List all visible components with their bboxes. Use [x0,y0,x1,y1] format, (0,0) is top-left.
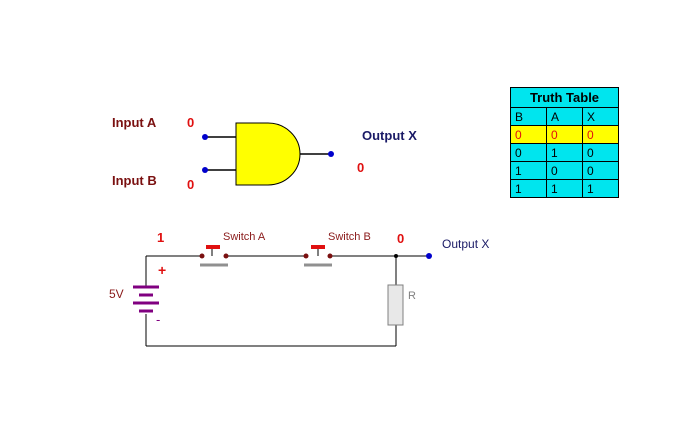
truth-table-title: Truth Table [510,87,619,108]
truth-table-row: 0 0 0 [510,125,619,144]
truth-table-row: 1 0 0 [510,161,619,180]
gate-input-a-terminal[interactable] [202,134,208,140]
input-a-value[interactable]: 0 [187,115,195,130]
gate-input-b-terminal[interactable] [202,167,208,173]
truth-table: Truth Table B A X 0 0 0 0 1 0 1 0 0 1 1 … [510,87,619,198]
input-b-label: Input B [112,173,157,188]
switch-a-button[interactable] [206,245,220,249]
gate-output-label: Output X [362,128,417,143]
input-a-label: Input A [112,115,157,130]
gate-output-value: 0 [357,160,365,175]
minus-sign: - [156,312,161,327]
truth-table-cell: 0 [546,161,583,180]
truth-table-cell: 1 [510,179,547,198]
truth-table-cell: 0 [510,143,547,162]
truth-table-cell: 0 [582,143,619,162]
circuit-output-label: Output X [442,237,490,251]
battery-label: 5V [109,287,124,301]
truth-table-header-b: B [510,107,547,126]
truth-table-cell: 1 [510,161,547,180]
battery-icon [133,285,159,313]
circuit-output-terminal [426,253,432,259]
switch-b[interactable] [303,245,333,267]
truth-table-header-row: B A X [510,107,619,126]
truth-table-cell: 1 [546,143,583,162]
truth-table-cell: 1 [582,179,619,198]
switch-a-label: Switch A [223,231,266,243]
circuit-output-value: 0 [397,231,405,246]
truth-table-header-a: A [546,107,583,126]
truth-table-cell: 1 [546,179,583,198]
input-b-value[interactable]: 0 [187,177,195,192]
truth-table-cell: 0 [582,125,619,144]
truth-table-row: 0 1 0 [510,143,619,162]
plus-sign: + [158,262,167,278]
circuit-junction [394,254,398,258]
gate-output-terminal [328,151,334,157]
and-gate [202,122,334,186]
resistor-label: R [408,290,416,302]
resistor-icon [387,284,404,326]
truth-table-header-x: X [582,107,619,126]
switch-a[interactable] [199,245,229,267]
switch-b-button[interactable] [311,245,325,249]
switch-b-label: Switch B [328,231,371,243]
truth-table-row: 1 1 1 [510,179,619,198]
and-gate-body [235,122,301,186]
truth-table-cell: 0 [546,125,583,144]
switch-circuit [145,255,429,347]
truth-table-cell: 0 [582,161,619,180]
source-value: 1 [157,230,165,245]
truth-table-cell: 0 [510,125,547,144]
